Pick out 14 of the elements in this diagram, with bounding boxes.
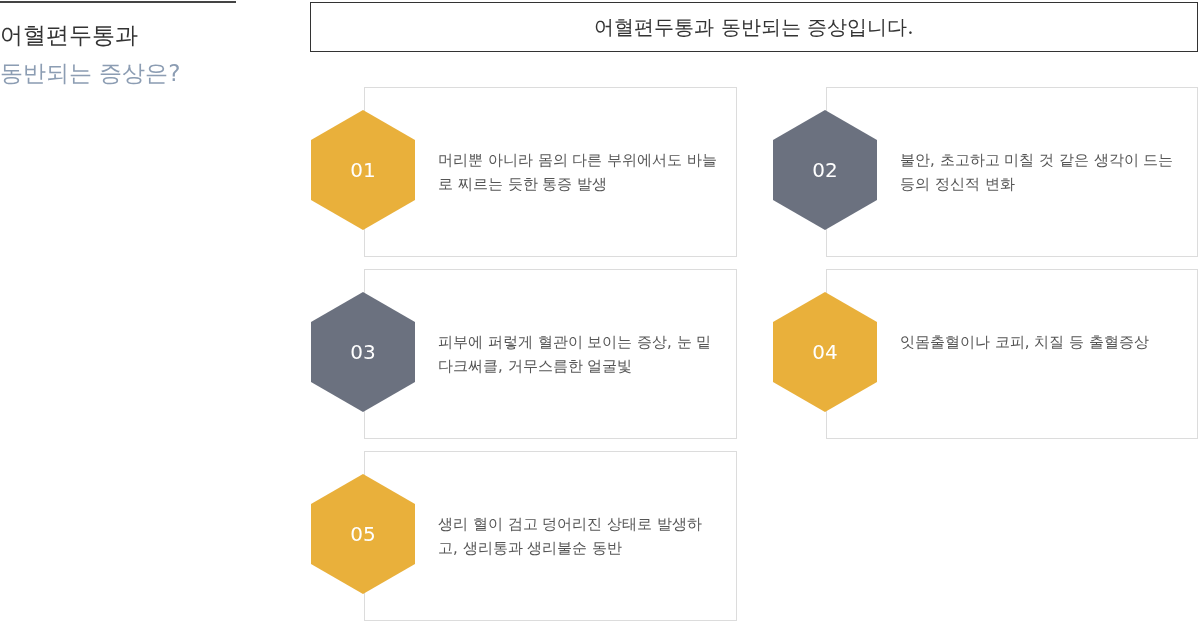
number-hexagon: 05 [311,474,415,594]
number-hexagon: 03 [311,292,415,412]
symptom-text: 머리뿐 아니라 몸의 다른 부위에서도 바늘로 찌르는 듯한 통증 발생 [438,150,718,195]
symptom-text: 불안, 초고하고 미칠 것 같은 생각이 드는 등의 정신적 변화 [900,150,1175,195]
heading-text: 어혈편두통과 동반되는 증상입니다. [594,13,914,41]
subtitle: 동반되는 증상은? [0,59,181,88]
symptom-text: 잇몸출혈이나 코피, 치질 등 출혈증상 [900,332,1150,353]
heading-box [310,2,1198,52]
title: 어혈편두통과 [0,21,138,50]
symptom-text: 피부에 퍼렇게 혈관이 보이는 증상, 눈 밑 다크써클, 거무스름한 얼굴빛 [438,332,713,377]
number-hexagon: 02 [773,110,877,230]
number-hexagon: 04 [773,292,877,412]
number-hexagon: 01 [311,110,415,230]
symptom-text: 생리 혈이 검고 덩어리진 상태로 발생하고, 생리통과 생리불순 동반 [438,514,703,559]
